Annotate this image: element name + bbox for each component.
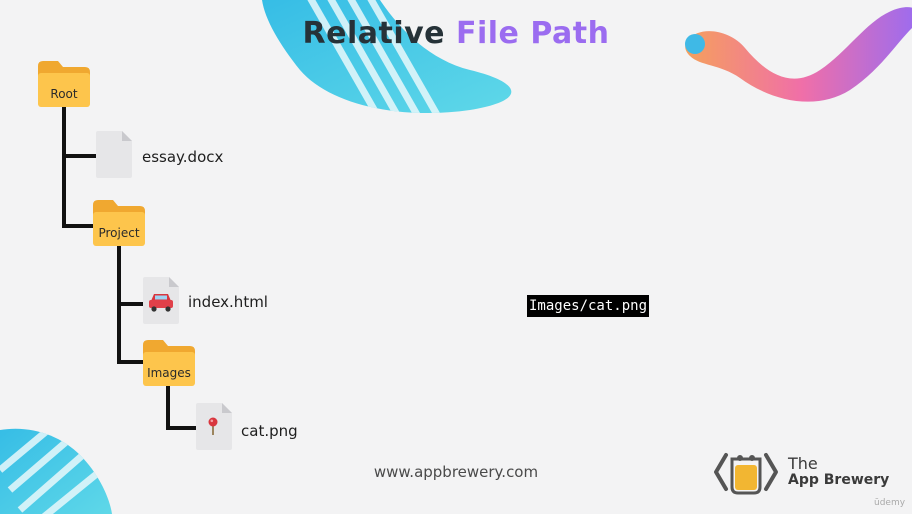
folder-icon xyxy=(93,200,145,246)
cat-file-label: cat.png xyxy=(241,422,298,440)
relative-path-code: Images/cat.png xyxy=(527,295,650,317)
slide-title: Relative File Path xyxy=(0,16,912,51)
brand-name-line1: The xyxy=(788,454,818,473)
title-part-2: File Path xyxy=(455,16,610,51)
pin-icon xyxy=(208,417,218,435)
file-icon xyxy=(143,277,179,324)
brand-name-line2: App Brewery xyxy=(788,472,890,488)
title-part-1: Relative xyxy=(302,16,446,51)
root-folder[interactable]: Root xyxy=(38,61,90,107)
file-icon xyxy=(196,403,232,450)
essay-file-label: essay.docx xyxy=(142,148,224,166)
images-folder[interactable]: Images xyxy=(143,340,195,386)
root-folder-label: Root xyxy=(50,87,78,101)
project-folder-label: Project xyxy=(98,226,140,240)
folder-icon xyxy=(143,340,195,386)
website-link[interactable]: www.appbrewery.com xyxy=(373,463,539,481)
project-folder[interactable]: Project xyxy=(93,200,145,246)
index-file-label: index.html xyxy=(188,293,268,311)
udemy-watermark: ūdemy xyxy=(874,498,906,508)
app-brewery-logo xyxy=(714,453,778,495)
folder-icon xyxy=(38,61,90,107)
index-file[interactable] xyxy=(143,277,179,324)
images-folder-label: Images xyxy=(147,366,191,380)
car-icon xyxy=(149,294,173,312)
cat-file[interactable] xyxy=(196,403,232,450)
file-icon xyxy=(96,131,132,178)
essay-file[interactable] xyxy=(96,131,132,178)
